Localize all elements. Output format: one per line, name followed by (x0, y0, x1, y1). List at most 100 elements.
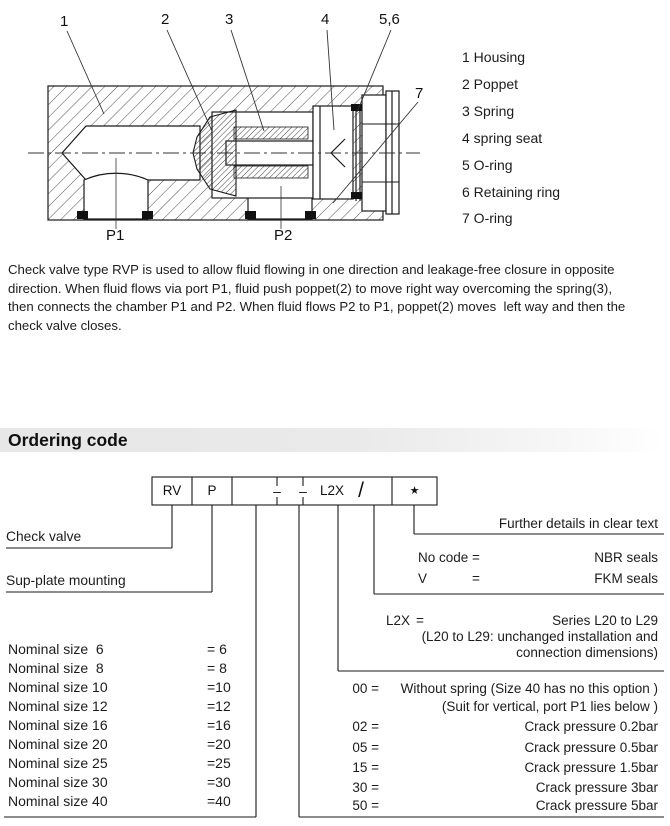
size-code: =20 (207, 736, 231, 752)
port-label-p2: P2 (274, 227, 293, 244)
callout-7: 7 (415, 85, 424, 102)
option-code: 05 = (352, 740, 379, 755)
legend-item-o-ring-5: 5 O-ring (462, 156, 513, 173)
nominal-size-list: Nominal size 6 = 6 Nominal size 8 = 8 Nomi… (8, 640, 234, 811)
leader-4 (326, 29, 335, 131)
nominal-size-row: Nominal size 25 =25 (8, 754, 234, 773)
port-label-p1: P1 (106, 227, 125, 244)
series-row: L2X = Series L20 to L29 (386, 612, 658, 629)
option-code: 15 = (352, 760, 379, 775)
series-note-line: (L20 to L29: unchanged installation and (421, 629, 658, 644)
size-label: Nominal size 8 (8, 660, 104, 676)
callout-1: 1 (60, 13, 69, 30)
size-label: Nominal size 20 (8, 736, 108, 752)
size-code: = 8 (207, 660, 227, 676)
size-label: Nominal size 30 (8, 774, 108, 790)
option-desc: Crack pressure 3bar (535, 780, 658, 795)
series-code: L2X (386, 613, 411, 628)
code-cell-rv: RV (162, 483, 182, 498)
size-code: =30 (207, 774, 231, 790)
size-code: =25 (207, 755, 231, 771)
spring-option-row: 15 = Crack pressure 1.5bar (346, 760, 658, 778)
size-code: =12 (207, 698, 231, 714)
code-dash-1: – (273, 483, 281, 499)
leader-1 (66, 30, 105, 115)
spring-upper-band (233, 126, 309, 140)
series-note-line: connection dimensions) (516, 645, 658, 660)
nominal-size-row: Nominal size 20 =20 (8, 735, 234, 754)
spring-lower-band (233, 165, 309, 179)
size-code: =40 (207, 793, 231, 809)
size-code: =16 (207, 717, 231, 733)
size-label: Nominal size 12 (8, 698, 108, 714)
description-line: direction. When fluid flows via port P1,… (8, 280, 612, 296)
spring-option-row: 02 = Crack pressure 0.2bar (346, 719, 658, 737)
parts-legend: 1 Housing 2 Poppet 3 Spring 4 spring sea… (462, 44, 662, 232)
size-code: = 6 (207, 641, 227, 657)
seal-code: V (418, 571, 428, 586)
leader-7 (332, 101, 419, 204)
code-slash: / (358, 479, 364, 502)
size-label: Nominal size 10 (8, 679, 108, 695)
seal-option-row: V = FKM seals (418, 568, 658, 589)
legend-item-housing: 1 Housing (462, 49, 526, 65)
size-label: Nominal size 6 (8, 641, 104, 657)
callout-2: 2 (161, 11, 170, 28)
size-label: Nominal size 40 (8, 793, 108, 809)
callout-4: 4 (321, 11, 330, 28)
option-desc: Crack pressure 0.5bar (524, 740, 658, 755)
equals-sign: = (472, 550, 480, 565)
legend-item-spring: 3 Spring (462, 102, 515, 119)
legend-item-retaining-ring: 6 Retaining ring (462, 183, 561, 200)
nominal-size-row: Nominal size 8 = 8 (8, 659, 234, 678)
option-desc: Crack pressure 0.2bar (524, 719, 658, 734)
equals-sign: = (416, 613, 424, 628)
series-block: L2X = Series L20 to L29 (L20 to L29: unc… (386, 612, 658, 661)
nominal-size-row: Nominal size 40 =40 (8, 792, 234, 811)
size-label: Nominal size 25 (8, 755, 108, 771)
spring-option-row: 05 = Crack pressure 0.5bar (346, 740, 658, 758)
leader-5-6 (356, 29, 392, 113)
option-desc: Crack pressure 1.5bar (524, 760, 658, 775)
ordering-code-diagram-lines (4, 476, 664, 818)
option-code: 02 = (352, 719, 379, 734)
seal-code: No code (418, 550, 469, 565)
seal-desc: FKM seals (594, 571, 658, 586)
description-paragraph: Check valve type RVP is used to allow fl… (8, 261, 668, 336)
description-line: then connects the chamber P1 and P2. Whe… (8, 299, 626, 315)
spring-option-note: (Suit for vertical, port P1 lies below ) (441, 699, 658, 714)
option-desc: Crack pressure 5bar (535, 798, 658, 813)
code-cell-star: ★ (409, 485, 420, 497)
leader-2 (166, 29, 213, 132)
seal-desc: NBR seals (594, 550, 658, 565)
nominal-size-row: Nominal size 30 =30 (8, 773, 234, 792)
option-code: 30 = (352, 780, 379, 795)
label-sub-plate-mounting: Sup-plate mounting (6, 573, 126, 588)
nominal-size-row: Nominal size 6 = 6 (8, 640, 234, 659)
seal-option-row: No code = NBR seals (418, 547, 658, 568)
legend-item-o-ring-7: 7 O-ring (462, 210, 513, 227)
series-desc: Series L20 to L29 (552, 613, 658, 628)
callout-5-6: 5,6 (379, 11, 400, 28)
label-further-details: Further details in clear text (498, 516, 658, 531)
option-code: 50 = (352, 798, 379, 813)
nominal-size-row: Nominal size 16 =16 (8, 716, 234, 735)
label-check-valve: Check valve (6, 529, 82, 544)
size-label: Nominal size 16 (8, 717, 108, 733)
spring-option-row: 30 = Crack pressure 3bar (346, 780, 658, 798)
section-title: Ordering code (8, 430, 128, 450)
legend-item-spring-seat: 4 spring seat (462, 129, 543, 146)
code-dash-2: – (299, 483, 307, 499)
description-line: Check valve type RVP is used to allow fl… (8, 262, 615, 277)
leader-3 (230, 29, 265, 132)
o-ring-seals (77, 104, 362, 219)
description-line: check valve closes. (8, 318, 122, 334)
spring-option-row: 50 = Crack pressure 5bar (346, 798, 658, 816)
legend-item-poppet: 2 Poppet (462, 75, 519, 92)
option-desc: Without spring (Size 40 has no this opti… (400, 681, 658, 696)
code-box-row (151, 476, 438, 506)
equals-sign: = (472, 571, 480, 586)
code-cell-p: P (207, 483, 217, 498)
section-heading-bar: Ordering code (0, 428, 664, 452)
